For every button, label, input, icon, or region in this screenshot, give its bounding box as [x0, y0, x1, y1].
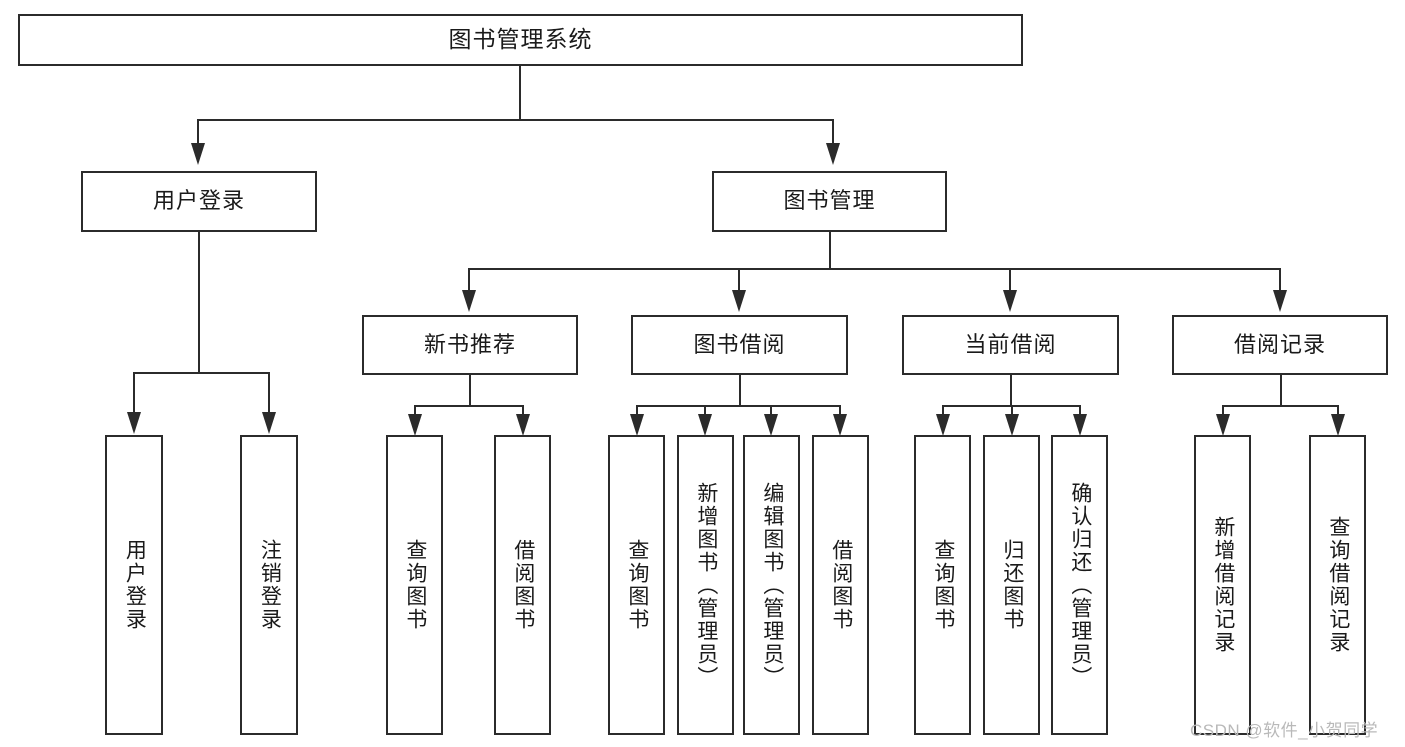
leaf-book-borrow-1[interactable]: 新增图书（管理员） [677, 435, 734, 735]
node-current-borrow-label: 当前借阅 [964, 331, 1057, 357]
edge-user-login-bus [133, 372, 270, 374]
arrow-current-borrow [1003, 290, 1017, 312]
edge-book-manage-stem [829, 232, 831, 269]
arrow-bb-2 [764, 414, 778, 436]
arrow-book-manage [826, 143, 840, 165]
leaf-new-book-rec-0-label: 查询图书 [403, 539, 427, 631]
node-borrow-record[interactable]: 借阅记录 [1172, 315, 1388, 375]
edge-drop-ul-leaf-0 [133, 372, 135, 414]
leaf-user-login-1[interactable]: 注销登录 [240, 435, 298, 735]
leaf-new-book-rec-1-label: 借阅图书 [511, 539, 535, 631]
leaf-borrow-record-1-label: 查询借阅记录 [1326, 516, 1350, 654]
edge-drop-borrow-record [1279, 268, 1281, 292]
node-borrow-record-label: 借阅记录 [1233, 331, 1326, 357]
leaf-new-book-rec-1[interactable]: 借阅图书 [494, 435, 551, 735]
edge-root-stem [519, 66, 521, 120]
node-book-borrow[interactable]: 图书借阅 [631, 315, 848, 375]
edge-drop-bb-3 [839, 405, 841, 417]
edge-bb-stem [739, 375, 741, 406]
edge-nbr-bus [414, 405, 524, 407]
arrow-new-book-rec [462, 290, 476, 312]
edge-drop-user-login [197, 119, 199, 145]
csdn-watermark: CSDN @软件_小贺同学 [1190, 721, 1379, 740]
edge-drop-new-book-rec [468, 268, 470, 292]
leaf-book-borrow-0-label: 查询图书 [625, 539, 649, 631]
edge-user-login-stem [198, 232, 200, 373]
edge-drop-br-0 [1222, 405, 1224, 417]
node-user-login-label: 用户登录 [152, 188, 245, 214]
edge-drop-book-manage [832, 119, 834, 145]
leaf-current-borrow-1[interactable]: 归还图书 [983, 435, 1040, 735]
node-book-manage-label: 图书管理 [783, 188, 876, 214]
edge-drop-bb-0 [636, 405, 638, 417]
edge-drop-book-borrow [738, 268, 740, 292]
node-new-book-rec-label: 新书推荐 [423, 331, 516, 357]
leaf-borrow-record-1[interactable]: 查询借阅记录 [1309, 435, 1366, 735]
leaf-current-borrow-0-label: 查询图书 [931, 539, 955, 631]
arrow-cb-0 [936, 414, 950, 436]
edge-cb-stem [1010, 375, 1012, 406]
leaf-book-borrow-3-label: 借阅图书 [829, 539, 853, 631]
arrow-user-login [191, 143, 205, 165]
leaf-user-login-0-label: 用户登录 [123, 539, 147, 631]
arrow-ul-leaf-1 [262, 412, 276, 434]
edge-drop-bb-2 [770, 405, 772, 417]
node-root[interactable]: 图书管理系统 [18, 14, 1023, 66]
leaf-borrow-record-0[interactable]: 新增借阅记录 [1194, 435, 1251, 735]
leaf-book-borrow-0[interactable]: 查询图书 [608, 435, 665, 735]
arrow-bb-0 [630, 414, 644, 436]
node-book-borrow-label: 图书借阅 [693, 331, 786, 357]
arrow-bb-1 [698, 414, 712, 436]
leaf-user-login-0[interactable]: 用户登录 [105, 435, 163, 735]
arrow-borrow-record [1273, 290, 1287, 312]
edge-br-bus [1222, 405, 1338, 407]
edge-br-stem [1280, 375, 1282, 406]
leaf-user-login-1-label: 注销登录 [258, 539, 282, 631]
leaf-book-borrow-1-label: 新增图书（管理员） [694, 481, 718, 689]
node-root-label: 图书管理系统 [448, 26, 593, 53]
edge-bb-bus [636, 405, 841, 407]
leaf-book-borrow-2-label: 编辑图书（管理员） [760, 481, 784, 689]
edge-drop-nbr-0 [414, 405, 416, 417]
arrow-br-0 [1216, 414, 1230, 436]
arrow-ul-leaf-0 [127, 412, 141, 434]
node-book-manage[interactable]: 图书管理 [712, 171, 947, 232]
node-current-borrow[interactable]: 当前借阅 [902, 315, 1119, 375]
leaf-new-book-rec-0[interactable]: 查询图书 [386, 435, 443, 735]
arrow-cb-1 [1005, 414, 1019, 436]
edge-drop-current-borrow [1009, 268, 1011, 292]
edge-drop-bb-1 [704, 405, 706, 417]
arrow-nbr-1 [516, 414, 530, 436]
edge-root-bus [197, 119, 834, 121]
leaf-current-borrow-1-label: 归还图书 [1000, 539, 1024, 631]
edge-drop-ul-leaf-1 [268, 372, 270, 414]
arrow-nbr-0 [408, 414, 422, 436]
edge-drop-cb-1 [1011, 405, 1013, 417]
arrow-bb-3 [833, 414, 847, 436]
edge-drop-nbr-1 [522, 405, 524, 417]
arrow-book-borrow [732, 290, 746, 312]
arrow-cb-2 [1073, 414, 1087, 436]
leaf-book-borrow-2[interactable]: 编辑图书（管理员） [743, 435, 800, 735]
node-user-login[interactable]: 用户登录 [81, 171, 317, 232]
leaf-borrow-record-0-label: 新增借阅记录 [1211, 516, 1235, 654]
edge-drop-cb-2 [1079, 405, 1081, 417]
edge-drop-br-1 [1337, 405, 1339, 417]
leaf-current-borrow-2[interactable]: 确认归还（管理员） [1051, 435, 1108, 735]
leaf-current-borrow-0[interactable]: 查询图书 [914, 435, 971, 735]
edge-drop-cb-0 [942, 405, 944, 417]
arrow-br-1 [1331, 414, 1345, 436]
node-new-book-rec[interactable]: 新书推荐 [362, 315, 578, 375]
leaf-current-borrow-2-label: 确认归还（管理员） [1068, 481, 1092, 689]
edge-nbr-stem [469, 375, 471, 406]
leaf-book-borrow-3[interactable]: 借阅图书 [812, 435, 869, 735]
edge-level3-bus [468, 268, 1280, 270]
